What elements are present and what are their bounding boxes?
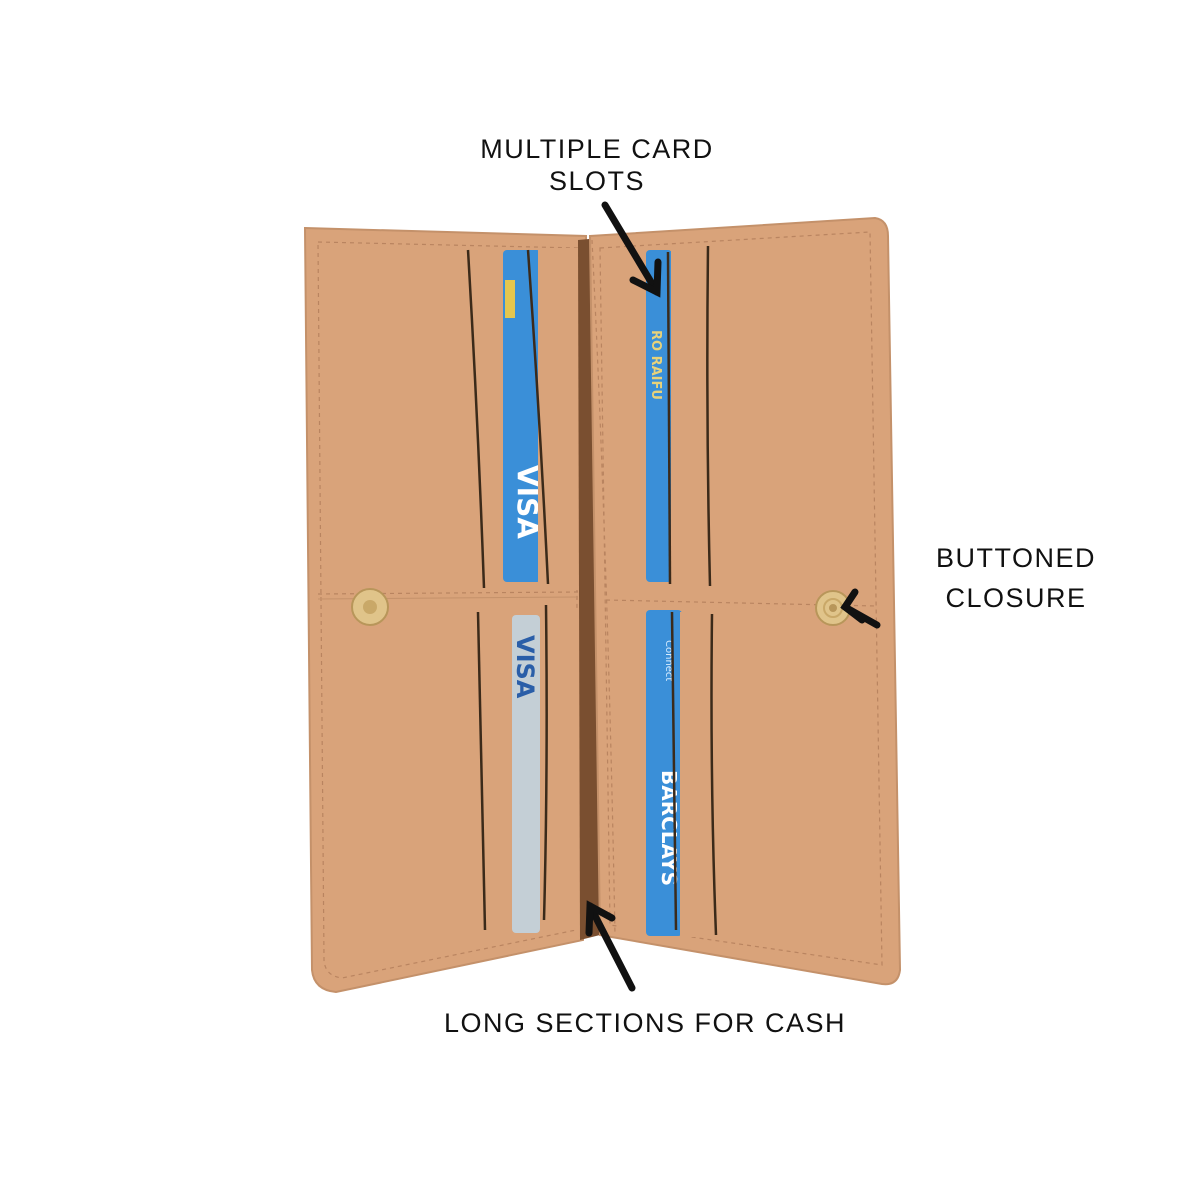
arrowhead-closure-icon	[840, 588, 866, 624]
card-slot-pockets-right	[615, 245, 718, 937]
card-slot-pockets-left	[466, 248, 584, 931]
card-lettering: Connect	[663, 640, 674, 681]
card-lettering: RO RAIFU	[648, 330, 663, 400]
annotation-card-slots-line1: MULTIPLE CARD	[480, 134, 714, 164]
annotation-closure-line2: CLOSURE	[945, 583, 1086, 613]
arrow-card-slots-icon	[601, 201, 661, 296]
arrowhead-card-slots-icon	[629, 258, 662, 298]
card-lettering: BARCLAYS	[657, 770, 681, 886]
snap-button-right	[815, 590, 851, 626]
annotation-closure-line1: BUTTONED	[936, 543, 1096, 573]
arrow-cash-icon	[586, 902, 636, 992]
arrowhead-cash-icon	[585, 900, 616, 937]
card-right-upper: RO RAIFU	[646, 250, 672, 582]
annotation-card-slots-line2: SLOTS	[549, 166, 645, 196]
card-left-lower: VISA	[511, 615, 540, 933]
card-lettering: VISA	[511, 635, 539, 699]
annotation-cash: LONG SECTIONS FOR CASH	[444, 1008, 846, 1038]
snap-button-left	[351, 588, 389, 626]
